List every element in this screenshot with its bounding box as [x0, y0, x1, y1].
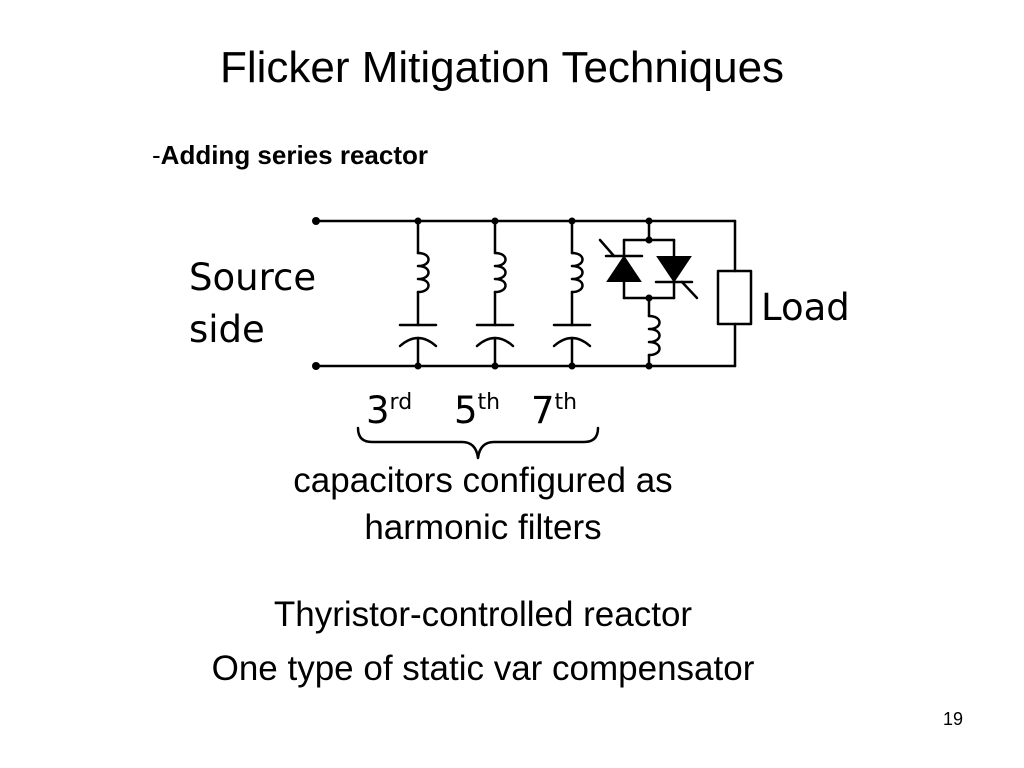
- subhead-dash: -: [152, 140, 161, 170]
- filter-7th-branch: [552, 219, 592, 368]
- junction-dot: [645, 236, 653, 244]
- harmonic-suffix: rd: [389, 390, 413, 415]
- source-side-label: Source side: [189, 252, 339, 356]
- filters-caption-text: capacitors configured as harmonic filter…: [293, 461, 673, 547]
- filter-5th-branch: [475, 219, 515, 368]
- source-terminal-top: [312, 217, 320, 225]
- filter-5th-inductor-symbol: [493, 251, 507, 294]
- page-number: 19: [942, 709, 963, 729]
- harmonic-brace: [356, 426, 600, 460]
- junction-dot: [491, 217, 499, 225]
- filter-7th-inductor-symbol: [570, 251, 584, 294]
- filters-caption: capacitors configured as harmonic filter…: [0, 457, 966, 551]
- junction-dot: [414, 217, 422, 225]
- junction-dot: [491, 362, 499, 370]
- harmonic-label-3rd: 3rd: [366, 385, 412, 437]
- thyristor-right-gate: [680, 280, 699, 300]
- tcr-caption-line-1: Thyristor-controlled reactor: [273, 595, 693, 634]
- junction-dot: [568, 362, 576, 370]
- filter-3rd-inductor-symbol: [416, 251, 430, 294]
- subhead: -Adding series reactor: [152, 138, 428, 172]
- junction-dot: [414, 362, 422, 370]
- thyristor-left-triangle: [606, 255, 642, 282]
- subhead-text: Adding series reactor: [160, 140, 428, 170]
- harmonic-label-5th: 5th: [454, 385, 500, 437]
- load-label: Load: [761, 286, 850, 329]
- harmonic-label-7th: 7th: [531, 385, 577, 437]
- harmonic-number: 3: [366, 389, 390, 432]
- load-resistor-symbol: [716, 269, 753, 326]
- junction-dot: [645, 294, 653, 302]
- thyristor-right-triangle: [656, 256, 692, 283]
- source-terminal-bottom: [312, 362, 320, 370]
- tcr-inductor-symbol: [647, 314, 661, 357]
- harmonic-suffix: th: [554, 390, 578, 415]
- junction-dot: [568, 217, 576, 225]
- filter-3rd-branch: [398, 219, 438, 368]
- harmonic-number: 7: [531, 389, 555, 432]
- junction-dot: [645, 217, 653, 225]
- junction-dot: [645, 362, 653, 370]
- thyristor-left-gate: [598, 238, 616, 258]
- source-side-text: Source side: [189, 256, 317, 351]
- harmonic-number: 5: [454, 389, 478, 432]
- tcr-caption-line-2: One type of static var compensator: [211, 649, 755, 688]
- slide-title: Flicker Mitigation Techniques: [219, 43, 785, 92]
- harmonic-suffix: th: [477, 390, 501, 415]
